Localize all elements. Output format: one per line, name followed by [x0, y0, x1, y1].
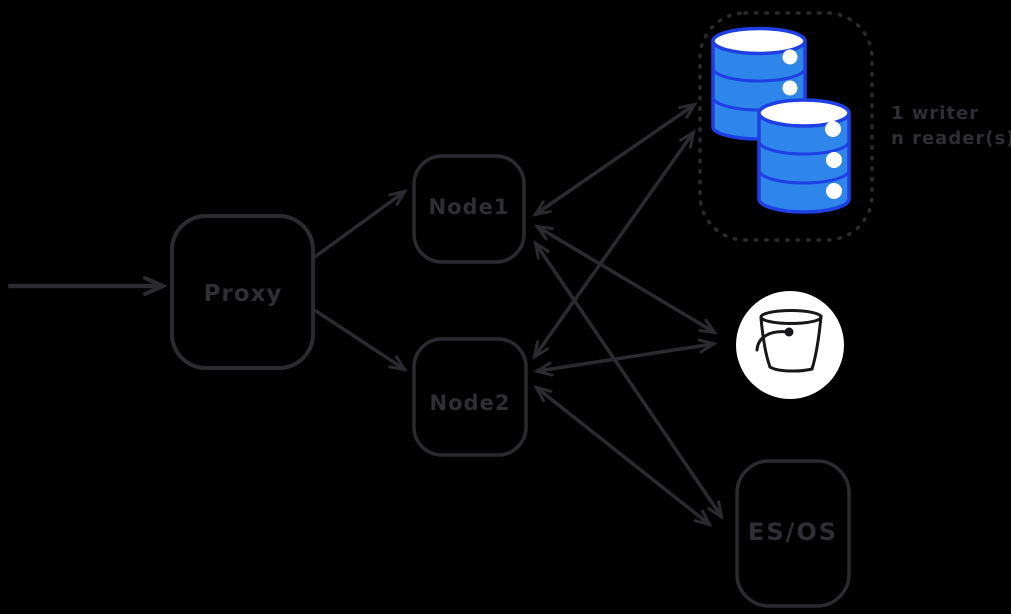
bucket-handle-pivot [784, 327, 794, 337]
db-cluster-container [698, 11, 874, 242]
edge-node1-esos [536, 244, 721, 516]
node2-box [412, 337, 528, 457]
db-dot [782, 49, 798, 65]
bucket-circle [736, 291, 844, 399]
bucket-right-side [810, 314, 823, 371]
edge-proxy-node1 [314, 192, 404, 258]
bucket-bottom [768, 365, 814, 373]
db-cylinder-back-band1 [711, 66, 807, 83]
edge-proxy-node2 [314, 309, 404, 369]
db-cylinder-front-band1 [757, 139, 851, 156]
db-cylinder-back-top [711, 26, 807, 56]
db-dot [826, 183, 842, 199]
proxy-label: Proxy [203, 281, 283, 307]
edge-node2-bucket [538, 344, 713, 371]
node2-label: Node2 [429, 391, 511, 415]
database-cylinders-icon [711, 26, 851, 214]
esos-box [735, 459, 851, 608]
db-cylinder-front-band2 [757, 168, 851, 185]
edge-node2-esos [537, 388, 709, 524]
node1-box [412, 154, 526, 264]
proxy-box [170, 214, 315, 370]
db-dot [825, 121, 841, 137]
esos-label: ES/OS [747, 518, 839, 546]
db-annotation-line2: n reader(s) [891, 128, 1011, 149]
db-cylinder-front-top [757, 98, 851, 128]
edge-node2-db-cluster [535, 133, 693, 356]
bucket-icon [736, 291, 844, 399]
db-cylinder-front-body [757, 111, 851, 214]
db-dot [826, 152, 842, 168]
edges [7, 105, 721, 524]
edge-node1-db-cluster [536, 105, 694, 214]
db-dot [782, 80, 798, 96]
node1-label: Node1 [428, 195, 510, 219]
db-cluster-annotation: 1 writer n reader(s) [891, 101, 1011, 151]
db-annotation-line1: 1 writer [891, 103, 980, 124]
bucket-left-side [759, 316, 772, 369]
bucket-handle [755, 330, 790, 352]
